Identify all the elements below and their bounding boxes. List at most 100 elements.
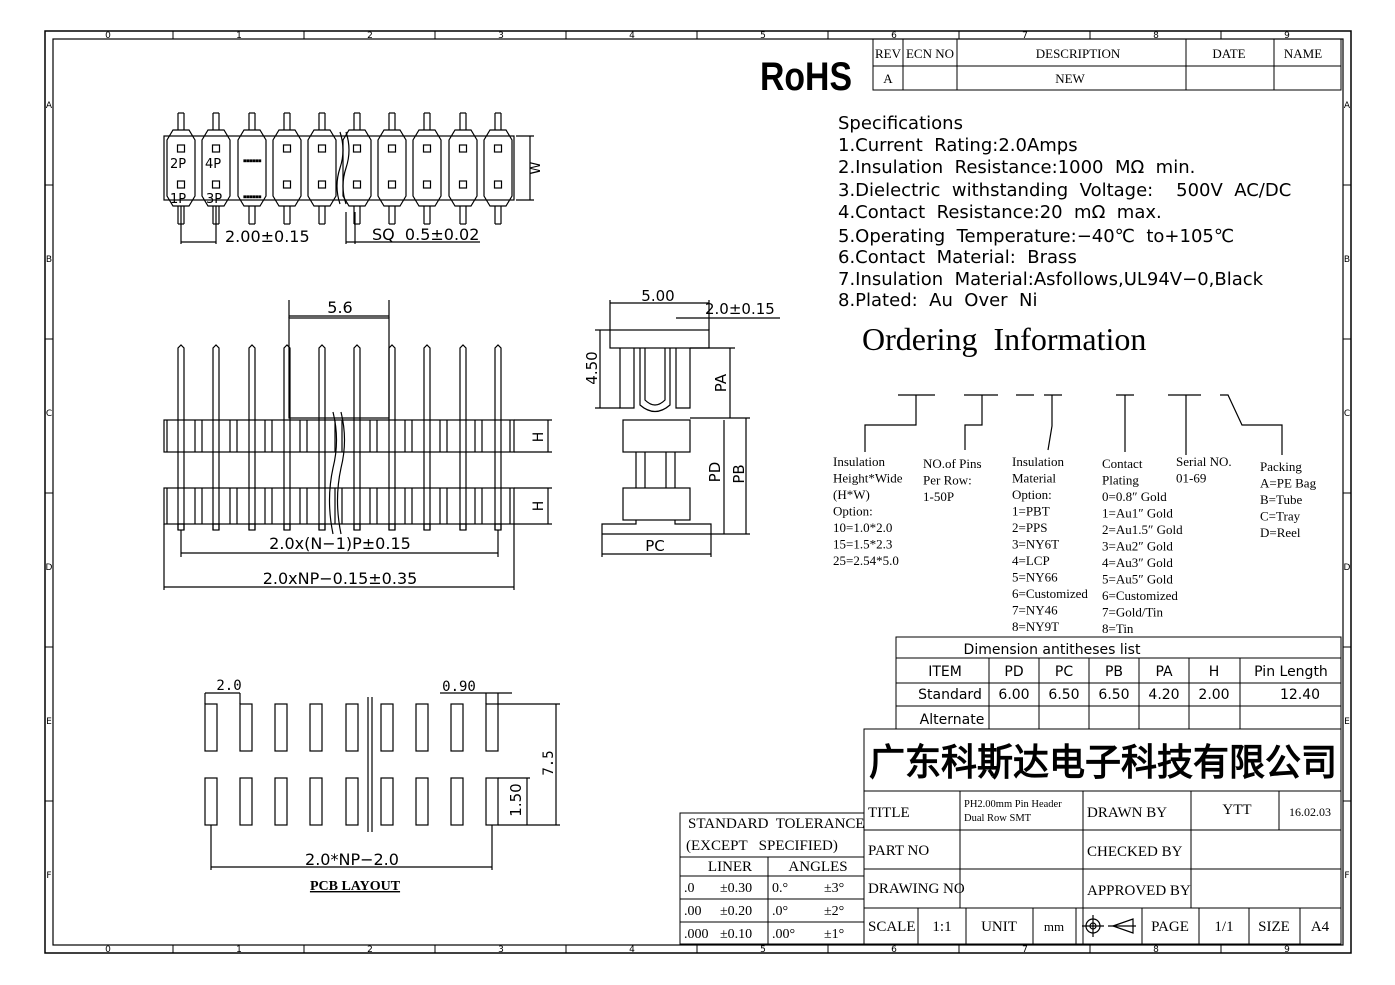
drawing-frame	[44, 30, 1352, 954]
tolerance-linear-tol: ±0.20	[720, 904, 752, 919]
pcb-pad	[309, 703, 323, 752]
pin-body	[353, 344, 361, 530]
frame-row-label: B	[1344, 255, 1350, 265]
dim-1-50: 1.50	[507, 783, 525, 816]
dim-0-90: 0.90	[442, 679, 476, 695]
ordering-option-line: 3=NY6T	[1012, 537, 1059, 552]
pcb-pad	[309, 777, 323, 826]
pin-housing	[448, 129, 478, 207]
frame-col-label: 0	[105, 945, 111, 955]
ordering-option-line: 2=Au1.5″ Gold	[1102, 522, 1183, 537]
pin-body	[212, 344, 220, 530]
pin-housing	[342, 129, 372, 207]
size-label: SIZE	[1258, 919, 1290, 935]
dim-pa: PA	[712, 373, 730, 392]
frame-col-label: 8	[1153, 945, 1159, 955]
pin-square	[422, 144, 432, 153]
pin-tail	[459, 523, 467, 531]
liner-label: LINER	[708, 859, 752, 875]
frame-row-label: A	[1344, 101, 1351, 111]
pcb-pad	[450, 777, 464, 826]
ordering-option-line: 1=PBT	[1012, 504, 1050, 519]
dim-cell-pd: 6.00	[998, 687, 1029, 703]
ordering-option-line: 8=Tin	[1102, 621, 1134, 636]
pin-square	[282, 180, 292, 189]
dim-header-pc: PC	[1055, 664, 1073, 680]
pin-housing	[483, 129, 513, 207]
pin-square	[176, 144, 186, 153]
dim-sq: SQ 0.5±0.02	[372, 225, 479, 244]
continuation-dot	[249, 159, 253, 163]
tolerance-angle-tol: ±1°	[824, 927, 844, 942]
tolerance-angle-tol: ±3°	[824, 881, 844, 896]
pin-tail	[353, 523, 361, 531]
pin-square	[317, 180, 327, 189]
spec-item: 2.Insulation Resistance:1000 MΩ min.	[838, 157, 1195, 178]
pcb-pad	[204, 703, 218, 752]
ordering-option-line: B=Tube	[1260, 492, 1302, 507]
dim-cell-pb: 6.50	[1098, 687, 1129, 703]
pin-body	[423, 344, 431, 530]
pcb-pad	[485, 777, 499, 826]
ordering-option-line: 0=0.8″ Gold	[1102, 489, 1167, 504]
tolerance-linear-tol: ±0.10	[720, 927, 752, 942]
dim-h-lower: H	[531, 501, 547, 512]
dim-row-label: Alternate	[920, 712, 985, 728]
name-header: NAME	[1284, 46, 1322, 61]
ordering-heading: Ordering Information	[862, 321, 1146, 357]
frame-col-label: 0	[105, 31, 111, 41]
frame-row-label: E	[1344, 717, 1350, 727]
pcb-pad	[239, 703, 253, 752]
description-value: NEW	[1055, 71, 1085, 86]
title-value-line2: Dual Row SMT	[964, 813, 1032, 824]
continuation-dot	[246, 195, 250, 199]
pcb-layout-title: PCB LAYOUT	[310, 879, 401, 894]
dimension-list-table	[895, 636, 1342, 730]
pin-tail	[423, 523, 431, 531]
pin-square	[422, 180, 432, 189]
frame-col-label: 9	[1284, 31, 1290, 41]
pcb-pad	[345, 777, 359, 826]
break-line	[336, 131, 344, 205]
dim-header-pa: PA	[1155, 664, 1173, 680]
dim-pcb-total: 2.0*NP−2.0	[305, 850, 399, 869]
dim-4-50: 4.50	[583, 351, 601, 384]
scale-value: 1:1	[932, 919, 951, 935]
date-header: DATE	[1212, 46, 1245, 61]
continuation-dot	[258, 195, 262, 199]
ordering-option-line: Packing	[1260, 459, 1302, 474]
break-line	[336, 411, 346, 535]
tolerance-title-1: STANDARD TOLERANCE	[688, 816, 865, 832]
pcb-pad	[274, 777, 288, 826]
pin-square	[493, 144, 503, 153]
tolerance-angle-value: .00°	[772, 927, 795, 942]
tolerance-linear-value: .000	[684, 927, 709, 942]
pin-label-3p: 3P	[206, 192, 222, 207]
side-foot	[601, 520, 712, 534]
top-view	[163, 112, 534, 244]
pin-square	[211, 144, 221, 153]
frame-col-label: 3	[498, 31, 504, 41]
ordering-option-line: C=Tray	[1260, 509, 1301, 524]
pin-label-4p: 4P	[205, 157, 221, 172]
frame-row-label: C	[46, 409, 52, 419]
frame-col-label: 6	[891, 31, 897, 41]
rev-header: REV	[875, 46, 902, 61]
dim-overall-length: 2.0xNP−0.15±0.35	[263, 569, 418, 588]
plastic-block	[288, 317, 390, 419]
pin-housing	[377, 129, 407, 207]
dim-row-label: Standard	[918, 687, 982, 703]
ordering-option-line: 4=LCP	[1012, 553, 1050, 568]
dim-cell-h: 2.00	[1198, 687, 1229, 703]
dim-h-upper: H	[531, 432, 547, 443]
revision-table	[872, 38, 1342, 91]
unit-value: mm	[1044, 919, 1064, 934]
continuation-dot	[243, 195, 247, 199]
approved-by-label: APPROVED BY	[1087, 883, 1191, 899]
continuation-dot	[255, 159, 259, 163]
rev-value: A	[883, 71, 893, 86]
continuation-dot	[243, 159, 247, 163]
frame-col-label: 3	[498, 945, 504, 955]
frame-col-label: 9	[1284, 945, 1290, 955]
